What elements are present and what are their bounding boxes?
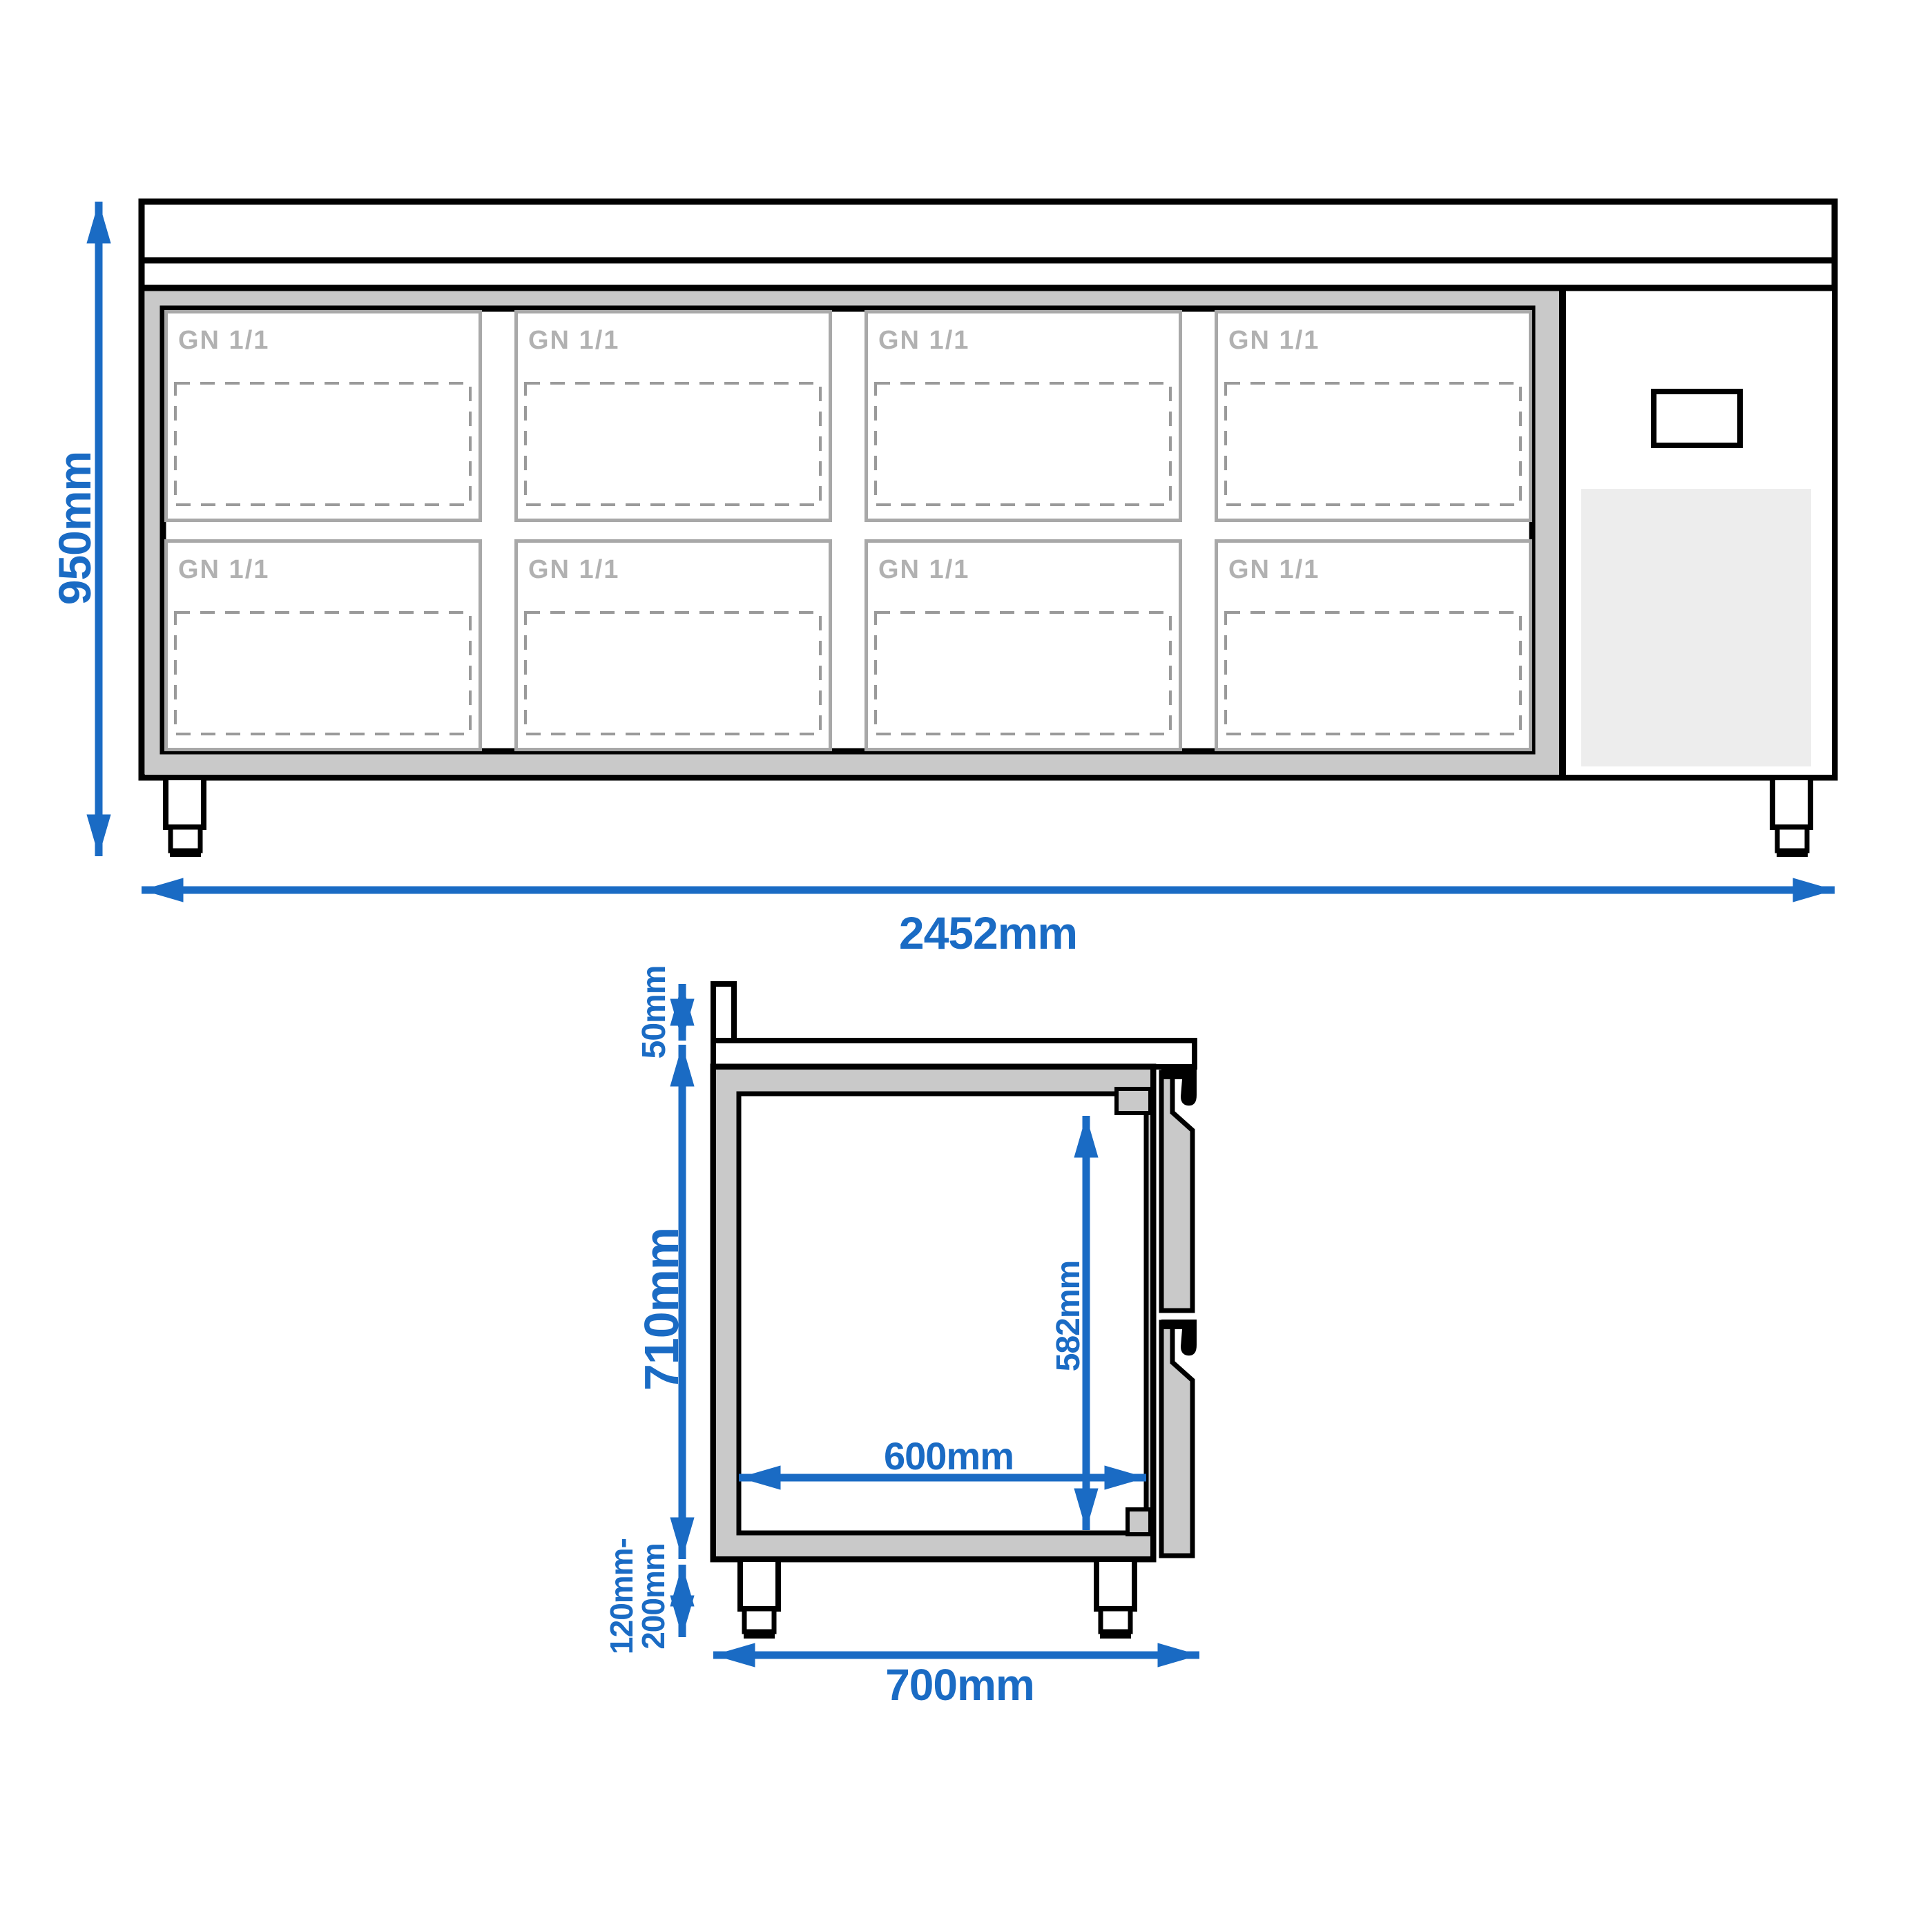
drawer-label: GN 1/1: [528, 326, 619, 355]
side-view: 50mm 710mm 120mm- 200mm 600mm 582mm 700m…: [603, 966, 1199, 1710]
leg-upper: [1770, 775, 1813, 830]
inner-height-dimension-582: 582mm: [1050, 1116, 1099, 1530]
drawer-front: [864, 310, 1182, 522]
dimension-label: 950mm: [49, 452, 100, 606]
drawer-front-profile: [1159, 1320, 1195, 1558]
leg-pad: [170, 849, 201, 857]
dimension-label: 710mm: [635, 1228, 688, 1391]
body-height-dimension-710: 710mm: [635, 1045, 695, 1559]
drawer-label: GN 1/1: [178, 326, 269, 355]
drawer-cell-8: GN 1/1: [1215, 539, 1532, 751]
depth-dimension-700: 700mm: [713, 1643, 1199, 1710]
drawer-handle-hook: [1181, 1079, 1197, 1106]
gn-container-outline: [524, 382, 822, 506]
ventilation-grille: [1581, 489, 1811, 766]
drawer-label: GN 1/1: [1228, 326, 1320, 355]
drawer-front: [1215, 539, 1532, 751]
side-top-rail-step: [1114, 1087, 1152, 1115]
drawer-label: GN 1/1: [878, 555, 969, 584]
leg-pad: [744, 1631, 775, 1639]
leg-upper: [1094, 1556, 1137, 1612]
drawer-front: [164, 539, 482, 751]
front-right-leg: [1770, 775, 1813, 857]
drawer-cell-6: GN 1/1: [514, 539, 832, 751]
side-bottom-rail-step: [1126, 1507, 1152, 1536]
dimension-label: 600mm: [884, 1434, 1014, 1478]
height-dimension-950: 950mm: [49, 202, 111, 856]
side-worktop: [711, 1038, 1197, 1070]
leg-upper: [737, 1556, 781, 1612]
leg-foot: [168, 824, 203, 853]
drawer-front-profile: [1159, 1070, 1195, 1313]
side-left-leg: [737, 1556, 781, 1639]
leg-height-dimension-120-200: 120mm- 200mm: [603, 1538, 695, 1654]
side-lower-drawer-front: [1159, 1320, 1197, 1558]
drawer-cell-7: GN 1/1: [864, 539, 1182, 751]
dimension-label: 700mm: [885, 1660, 1034, 1710]
gn-container-outline: [1224, 611, 1522, 735]
upstand-dimension-50: 50mm: [636, 966, 695, 1059]
gn-container-outline: [1224, 382, 1522, 506]
drawer-cell-5: GN 1/1: [164, 539, 482, 751]
drawer-front: [1215, 310, 1532, 522]
drawer-label: GN 1/1: [528, 555, 619, 584]
leg-foot: [1775, 824, 1810, 853]
drawer-handle-bar: [1161, 1320, 1197, 1329]
front-view: GN 1/1 GN 1/1 GN 1/1 GN 1/1 GN 1/1 GN 1/…: [49, 198, 1838, 958]
drawer-handle-hook: [1181, 1329, 1197, 1356]
leg-pad: [1777, 849, 1808, 857]
drawer-label: GN 1/1: [178, 555, 269, 584]
dimension-label: 582mm: [1050, 1261, 1087, 1371]
side-upstand: [711, 981, 737, 1043]
dimension-label: 2452mm: [899, 907, 1077, 958]
gn-container-outline: [524, 611, 822, 735]
side-right-leg: [1094, 1556, 1137, 1639]
drawer-cell-4: GN 1/1: [1215, 310, 1532, 522]
drawer-label: GN 1/1: [1228, 555, 1320, 584]
gn-container-outline: [174, 611, 472, 735]
side-upper-drawer-front: [1159, 1070, 1197, 1313]
gn-container-outline: [874, 611, 1172, 735]
gn-container-outline: [174, 382, 472, 506]
dimension-label: 50mm: [636, 966, 673, 1059]
drawer-cell-2: GN 1/1: [514, 310, 832, 522]
control-display: [1651, 389, 1743, 448]
leg-pad: [1100, 1631, 1131, 1639]
leg-foot: [1098, 1606, 1133, 1634]
width-dimension-2452: 2452mm: [142, 878, 1835, 958]
drawer-cell-1: GN 1/1: [164, 310, 482, 522]
drawer-front: [164, 310, 482, 522]
leg-upper: [163, 775, 206, 830]
leg-foot: [742, 1606, 777, 1634]
drawer-cell-3: GN 1/1: [864, 310, 1182, 522]
drawer-front: [514, 539, 832, 751]
drawer-front: [864, 539, 1182, 751]
dimension-label-line1: 120mm-: [603, 1538, 639, 1654]
gn-container-outline: [874, 382, 1172, 506]
drawer-handle-bar: [1161, 1070, 1197, 1079]
drawer-front: [514, 310, 832, 522]
front-left-leg: [163, 775, 206, 857]
dimension-label-line2: 200mm: [635, 1543, 671, 1650]
drawer-label: GN 1/1: [878, 326, 969, 355]
